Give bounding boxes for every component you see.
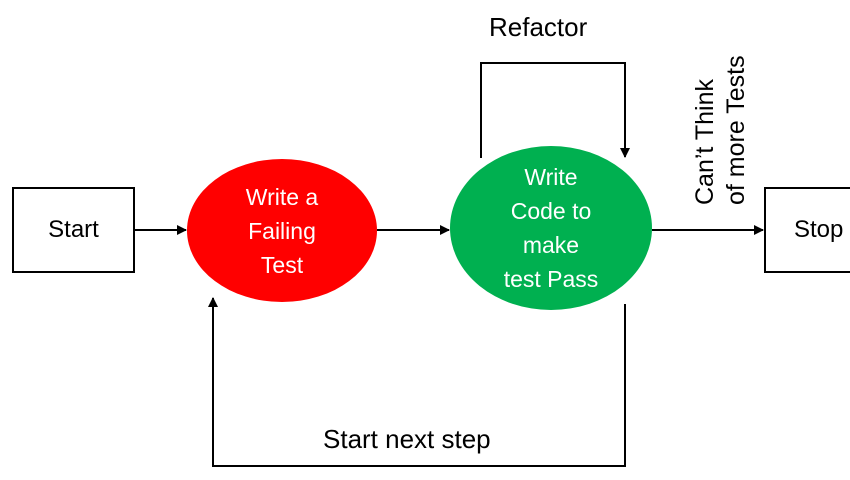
next-step-edge-label: Start next step bbox=[323, 424, 491, 454]
failing-test-node: Write a Failing Test bbox=[187, 159, 377, 302]
start-node: Start bbox=[12, 187, 135, 273]
arrow-refactor-loop bbox=[480, 62, 630, 158]
refactor-edge-label: Refactor bbox=[489, 12, 588, 42]
start-node-label: Start bbox=[48, 216, 99, 243]
stop-node-label: Stop bbox=[794, 216, 844, 243]
make-pass-node: Write Code to make test Pass bbox=[450, 146, 652, 310]
arrow-next-step-loop bbox=[208, 297, 626, 467]
cant-think-edge-label: Can’t Think of more Tests bbox=[691, 55, 750, 205]
make-pass-node-label: Write Code to make test Pass bbox=[503, 164, 599, 292]
failing-test-node-label: Write a Failing Test bbox=[245, 183, 319, 278]
stop-node: Stop bbox=[764, 187, 850, 273]
